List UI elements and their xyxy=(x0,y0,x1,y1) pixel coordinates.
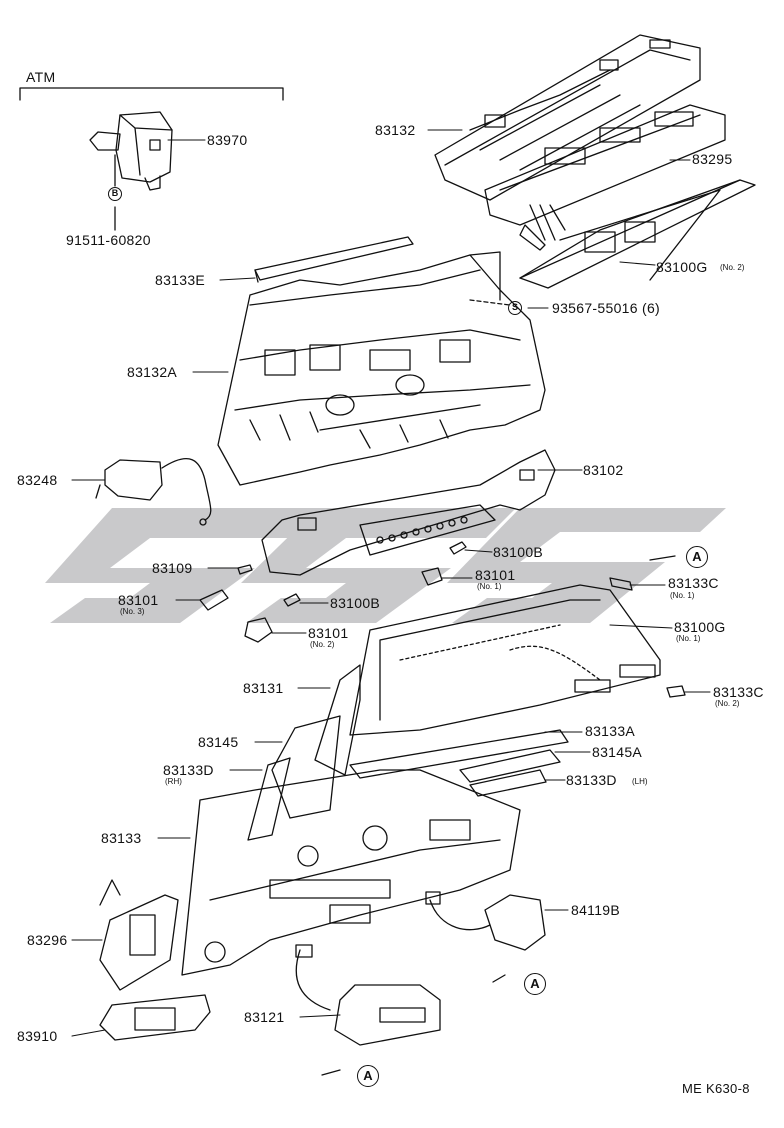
part-label: 83133D xyxy=(163,762,214,778)
part-label: 83101 xyxy=(308,625,349,641)
part-label: 83145 xyxy=(198,734,239,750)
part-label: 83133A xyxy=(585,723,636,739)
part-label: 83101 xyxy=(118,592,159,608)
part-83296-unit xyxy=(99,879,179,991)
part-label: 83133D xyxy=(566,772,617,788)
part-label: 83910 xyxy=(17,1028,58,1044)
part-label: 83100G xyxy=(674,619,726,635)
part-label: 83131 xyxy=(243,680,284,696)
part-label: 83100B xyxy=(330,595,381,611)
part-sublabel: (No. 1) xyxy=(477,582,502,591)
part-83248-harness xyxy=(95,458,212,526)
part-sublabel: (No. 2) xyxy=(720,263,745,272)
part-83132a-frame xyxy=(217,254,546,486)
part-83145a xyxy=(459,749,561,783)
part-label: 84119B xyxy=(571,902,621,918)
part-sublabel: (No. 1) xyxy=(676,634,701,643)
atm-label: ATM xyxy=(26,69,56,85)
part-label: 83109 xyxy=(152,560,193,576)
part-label: 83248 xyxy=(17,472,58,488)
part-83101-socket-2 xyxy=(244,617,273,643)
part-83970-switch xyxy=(89,111,173,191)
part-83101-socket-3 xyxy=(199,589,229,611)
part-83132-board xyxy=(434,34,701,201)
part-label: 83145A xyxy=(592,744,643,760)
part-sublabel: (RH) xyxy=(165,777,182,786)
ref-a-circle: A xyxy=(357,1065,379,1087)
part-83133c-no1 xyxy=(609,577,633,591)
part-label: 83121 xyxy=(244,1009,285,1025)
part-83100b-bulb-1 xyxy=(449,541,467,555)
ref-a-circle: A xyxy=(524,973,546,995)
part-sublabel: (No. 1) xyxy=(670,591,695,600)
part-83133c-no2 xyxy=(666,685,686,698)
part-label: 83133 xyxy=(101,830,142,846)
part-label: 83295 xyxy=(692,151,733,167)
part-83131-housing xyxy=(314,664,361,776)
part-label: 83296 xyxy=(27,932,68,948)
part-sublabel: (No. 3) xyxy=(120,607,145,616)
part-83109-bulb xyxy=(237,564,253,575)
part-sublabel: (No. 2) xyxy=(715,699,740,708)
part-sublabel: (No. 2) xyxy=(310,640,335,649)
part-label: 83133C xyxy=(713,684,764,700)
part-label: 83970 xyxy=(207,132,248,148)
part-83101-socket-1 xyxy=(421,567,443,586)
leader-lines xyxy=(71,129,711,1037)
part-sublabel: (LH) xyxy=(632,777,648,786)
part-83100b-bulb-2 xyxy=(283,593,301,607)
part-label: 83133E xyxy=(155,272,206,288)
ref-a-circle: A xyxy=(686,546,708,568)
atm-bracket-line xyxy=(19,87,284,101)
ref-b-circle: B xyxy=(108,187,122,201)
part-label: 91511-60820 xyxy=(66,232,151,248)
part-83100g-no1 xyxy=(349,584,661,736)
part-84119b-unit xyxy=(425,891,546,951)
part-83100g-no2 xyxy=(519,179,756,289)
part-label: 83132 xyxy=(375,122,416,138)
part-label: 83132A xyxy=(127,364,178,380)
part-label: 93567-55016 (6) xyxy=(552,300,661,316)
part-83121-unit xyxy=(295,944,441,1046)
screw-upper xyxy=(649,555,676,561)
part-83910-plate xyxy=(99,994,211,1041)
part-label: 83102 xyxy=(583,462,624,478)
ref-s-circle: S xyxy=(508,301,522,315)
figure-code: ME K630-8 xyxy=(682,1081,750,1096)
part-83133-panel xyxy=(181,769,521,976)
part-83145-panel xyxy=(271,715,341,819)
part-label: 83101 xyxy=(475,567,516,583)
part-83133e-strip xyxy=(254,236,414,283)
part-label: 83133C xyxy=(668,575,719,591)
part-83133d-rh xyxy=(247,757,291,841)
part-label: 83100B xyxy=(493,544,544,560)
part-83295-board xyxy=(484,104,726,251)
part-label: 83100G xyxy=(656,259,708,275)
